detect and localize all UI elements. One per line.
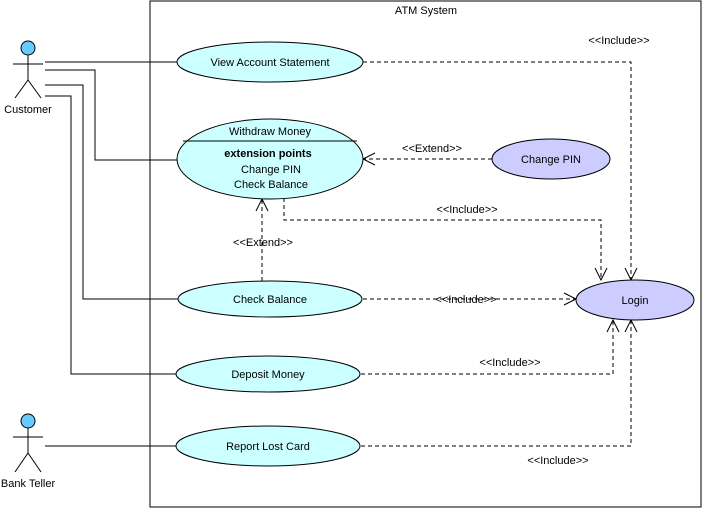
use-case-change-pin-label: Change PIN (521, 154, 581, 166)
assoc-customer-deposit (45, 95, 178, 375)
include-report-login-line (361, 320, 632, 447)
use-case-withdraw-money[interactable]: Withdraw Money extension points Change P… (176, 118, 364, 200)
use-case-change-pin[interactable]: Change PIN (491, 138, 611, 180)
actor-customer[interactable]: Customer (4, 40, 52, 116)
label-extend-check-withdraw: <<Extend>> (233, 237, 293, 249)
use-case-report-lost-card-label: Report Lost Card (226, 441, 310, 453)
include-view-login-line (363, 61, 632, 280)
use-case-withdraw-money-title: Withdraw Money (229, 126, 311, 138)
actor-customer-label: Customer (4, 104, 52, 116)
use-case-deposit-money[interactable]: Deposit Money (175, 355, 361, 393)
system-title: ATM System (395, 5, 457, 17)
label-include-withdraw-login: <<Include>> (436, 204, 497, 216)
use-case-deposit-money-label: Deposit Money (231, 369, 305, 381)
label-include-report-login: <<Include>> (527, 455, 588, 467)
withdraw-money-extension-point: Change PIN (241, 164, 301, 176)
withdraw-money-extension-point: Check Balance (234, 179, 308, 191)
actor-bank-teller-label: Bank Teller (1, 478, 56, 490)
assoc-customer-withdraw (45, 69, 178, 161)
use-case-check-balance[interactable]: Check Balance (177, 280, 363, 318)
system-boundary (149, 0, 702, 508)
label-extend-changepin-withdraw: <<Extend>> (402, 143, 462, 155)
include-withdraw-login-line (283, 198, 602, 280)
use-case-login[interactable]: Login (575, 279, 695, 321)
use-case-view-account-statement-label: View Account Statement (210, 57, 329, 69)
label-include-check-login: <<Include>> (435, 294, 496, 306)
actor-bank-teller-head (20, 413, 36, 429)
use-case-report-lost-card[interactable]: Report Lost Card (175, 425, 361, 467)
include-deposit-login-line (361, 320, 614, 375)
label-include-deposit-login: <<Include>> (479, 357, 540, 369)
assoc-customer-check-balance (45, 84, 178, 300)
use-case-check-balance-label: Check Balance (233, 294, 307, 306)
use-case-login-label: Login (622, 295, 649, 307)
actor-customer-head (20, 40, 36, 56)
withdraw-money-extension-header: extension points (224, 148, 311, 160)
actor-bank-teller[interactable]: Bank Teller (1, 413, 56, 490)
label-include-view-login: <<Include>> (588, 35, 649, 47)
include-deposit-login-arrow (606, 318, 620, 333)
use-case-view-account-statement[interactable]: View Account Statement (176, 41, 364, 83)
include-withdraw-login-arrow (594, 267, 608, 282)
